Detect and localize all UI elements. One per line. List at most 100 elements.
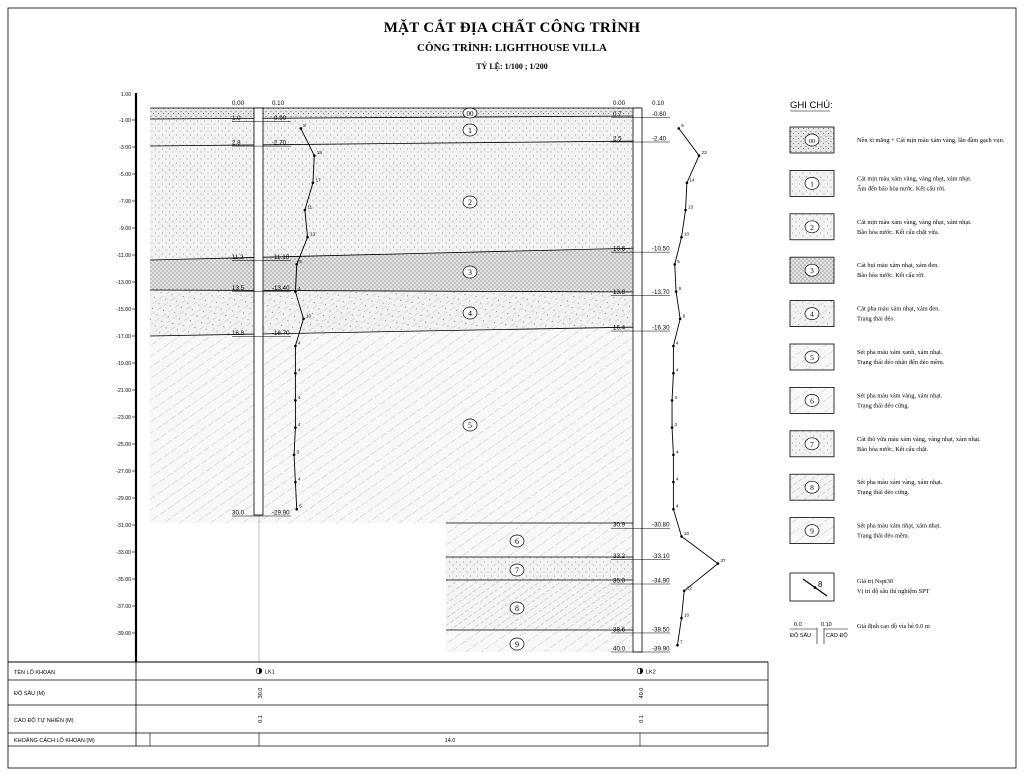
contact-elev-label: -29.90 — [272, 510, 290, 517]
spt-value-label: 11 — [307, 205, 312, 210]
spt-value-label: 8 — [303, 123, 306, 128]
layer-label-00: 00 — [462, 107, 478, 119]
axis-tick-label: -13.00 — [116, 280, 131, 286]
spt-value-label: 4 — [298, 286, 301, 291]
axis-tick-label: -15.00 — [116, 307, 131, 313]
axis-tick-label: 1.00 — [121, 92, 131, 98]
borehole-distance-value: 14.0 — [445, 738, 456, 744]
spt-point — [684, 208, 687, 212]
spt-point — [680, 535, 683, 538]
contact-depth-label: 30.9 — [613, 522, 626, 529]
layer-label-2: 2 — [462, 195, 478, 209]
spt-value-label: 3 — [297, 449, 300, 454]
legend-layer-id: 5 — [810, 353, 814, 362]
axis-tick-label: -33.00 — [116, 550, 131, 556]
contact-elev-label: -33.10 — [652, 553, 670, 560]
layer-id-labels: 00 1 2 3 4 5 6 7 8 9 — [462, 107, 525, 651]
spt-value-label: 18 — [317, 150, 323, 155]
spt-point — [678, 317, 682, 321]
layer-9 — [446, 630, 640, 652]
legend-layer-circle — [804, 437, 820, 451]
contact-depth-label: 10.6 — [613, 246, 626, 253]
spt-value-label: 4 — [676, 504, 679, 509]
legend-layer-circle — [804, 307, 820, 320]
legend-desc-line1: Nền xi măng + Cát mịn màu xám vàng, lẫn … — [857, 137, 1005, 144]
axis-tick-label: -9.00 — [119, 226, 131, 232]
spt-value-label: 5 — [299, 259, 302, 264]
spt-value-label: 5 — [677, 259, 680, 264]
layer-label-8: 8 — [509, 601, 525, 615]
spt-point — [294, 371, 297, 375]
contact-depth-label: 0.7 — [613, 111, 622, 118]
spt-point — [292, 453, 296, 457]
legend-desc-line2: Bão hòa nước. Kết cấu chặt vừa. — [857, 229, 940, 236]
spt-value-label: 10 — [684, 232, 690, 237]
spt-point — [295, 507, 299, 511]
legend-head-elev-label: CAO ĐỘ — [826, 632, 848, 639]
legend-layer-id: 2 — [810, 223, 814, 232]
legend-desc-line1: Cát thô vừa màu xám vàng, vàng nhạt, xám… — [857, 436, 981, 443]
spt-value-label: 14 — [689, 177, 695, 182]
spt-point — [677, 127, 681, 130]
spt-point — [672, 453, 675, 457]
borehole-info-table: TÊN LỖ KHOAN ĐỘ SÂU (M) CAO ĐỘ TỰ NHIÊN … — [8, 661, 769, 747]
spt-value-label: 6 — [679, 286, 682, 291]
svg-text:6: 6 — [515, 537, 519, 546]
svg-text:5: 5 — [468, 421, 472, 430]
spt-point — [302, 317, 305, 321]
contact-elev-label: -34.90 — [652, 578, 670, 585]
lk2-depth-value: 40.0 — [639, 688, 645, 699]
contact-depth-label: 2.5 — [613, 136, 622, 143]
axis-tick-label: -25.00 — [116, 442, 131, 448]
row-label-borehole-name: TÊN LỖ KHOAN — [14, 668, 55, 676]
legend: GHI CHÚ: 00 Nền xi măng + Cát mịn màu xám… — [789, 100, 1005, 644]
legend-layer-circle — [804, 350, 820, 364]
contact-depth-label: 30.0 — [232, 510, 245, 517]
legend-head-note: Giả định cao độ vỉa hè 0.0 m — [857, 623, 930, 630]
spt-point — [685, 181, 689, 185]
legend-layer-circle — [804, 524, 820, 537]
head-elev-label: 0.10 — [652, 100, 665, 107]
spt-value-label: 17 — [315, 177, 321, 182]
layer-boundary-3 — [149, 289, 641, 293]
legend-item-2: 2 Cát mịn màu xám vàng, vàng nhạt, xám nh… — [789, 213, 972, 241]
layer-label-6: 6 — [509, 534, 525, 548]
legend-desc-line1: Cát mịn màu xám vàng, vàng nhạt, xám nhạ… — [857, 219, 972, 226]
spt-point — [673, 263, 677, 266]
contact-depth-label: 40.0 — [613, 646, 626, 653]
spt-point — [674, 290, 678, 293]
spt-value-label: 4 — [676, 368, 679, 373]
spt-value-label: 37 — [720, 558, 726, 563]
axis-tick-label: -27.00 — [116, 469, 131, 475]
spt-point — [306, 235, 309, 239]
lk1-depth-value: 30.0 — [258, 688, 264, 699]
contact-elev-label: -0.90 — [272, 115, 287, 122]
spt-value-label: 10 — [306, 313, 312, 318]
borehole-lk1-column — [253, 107, 264, 662]
contact-elev-label: -13.70 — [652, 289, 670, 296]
spt-value-label: 9 — [683, 313, 686, 318]
soil-layers — [149, 107, 641, 652]
contact-elev-label: -39.90 — [652, 646, 670, 653]
axis-tick-label: -35.00 — [116, 577, 131, 583]
svg-text:LK1: LK1 — [265, 670, 275, 676]
legend-layer-id: 4 — [810, 310, 814, 319]
legend-desc-line1: Sét pha màu xám xanh, xám nhạt. — [857, 349, 943, 356]
head-elev-label: 0.10 — [272, 100, 285, 107]
spt-value-label: 3 — [675, 422, 678, 427]
legend-layer-id: 00 — [809, 139, 815, 145]
legend-desc-line2: Trạng thái dẻo cứng. — [857, 402, 910, 409]
legend-layer-id: 3 — [810, 266, 814, 275]
layer-boundary-0 — [149, 115, 641, 120]
axis-tick-label: -3.00 — [119, 145, 131, 151]
project-name: CÔNG TRÌNH: LIGHTHOUSE VILLA — [417, 42, 607, 54]
legend-heading: GHI CHÚ: — [790, 100, 833, 111]
contact-elev-label: -16.70 — [272, 330, 290, 337]
spt-point — [303, 208, 307, 212]
contact-depth-label: 2.8 — [232, 140, 241, 147]
